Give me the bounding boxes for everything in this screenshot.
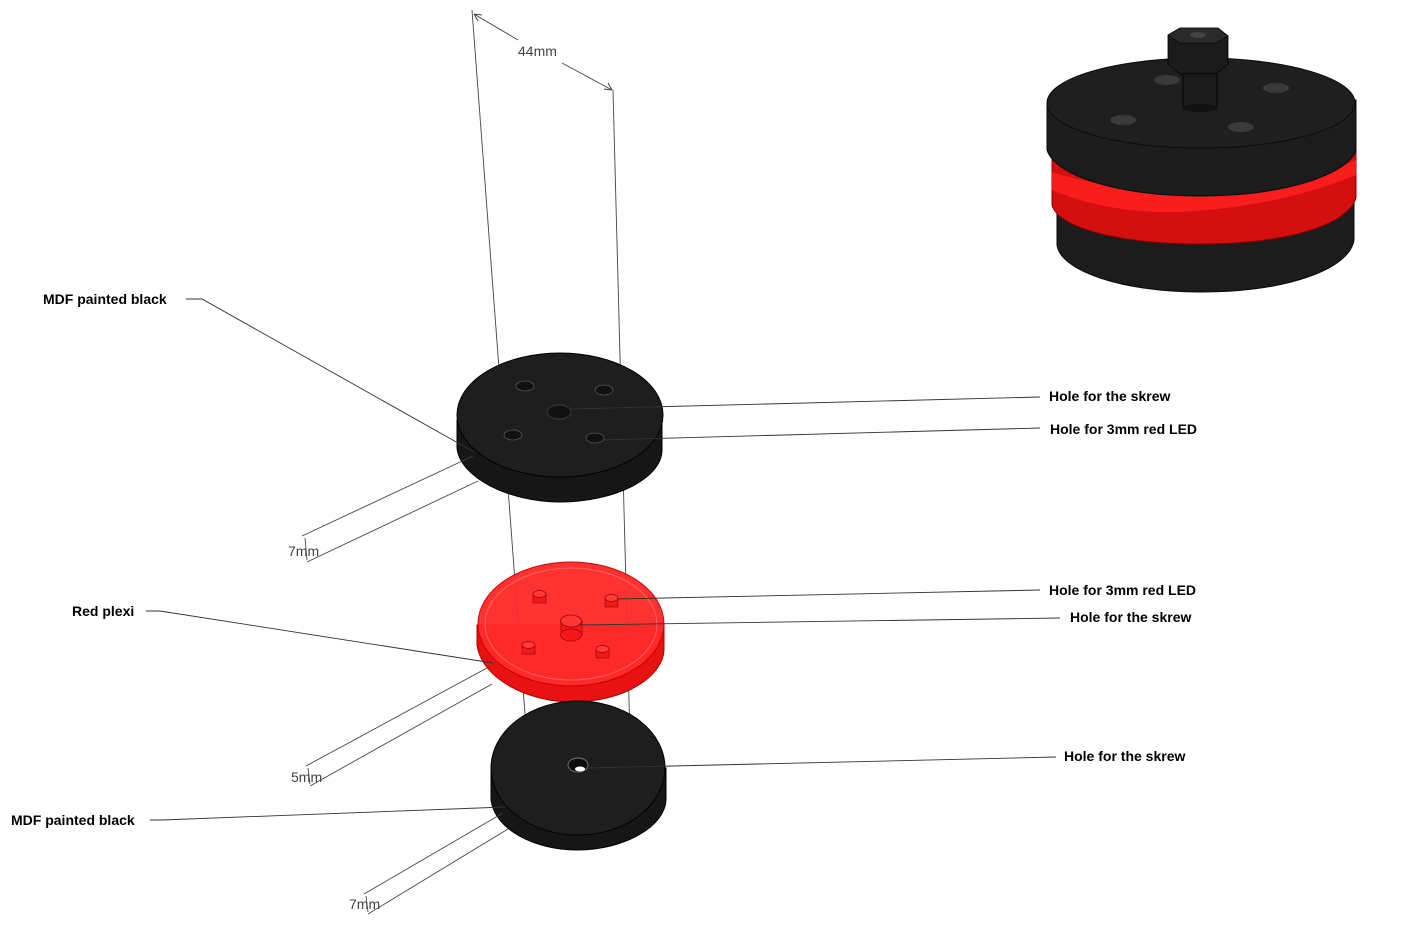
leader-middle-material bbox=[146, 610, 494, 664]
plexi-led-hole bbox=[532, 590, 547, 598]
leader-top-screw-hole bbox=[570, 396, 1041, 410]
middle-plexi-disc bbox=[476, 561, 665, 703]
assembled-led-hole bbox=[1228, 122, 1254, 132]
middle-screw-hole-label: Hole for the skrew bbox=[1070, 609, 1191, 625]
assembled-screw-shaft-base bbox=[1183, 104, 1217, 112]
bottom-thickness-dim-line bbox=[365, 895, 369, 913]
width-arrow-right bbox=[603, 82, 613, 91]
assembled-view bbox=[1046, 27, 1357, 293]
middle-thickness-extension bbox=[305, 667, 488, 767]
middle-led-hole-label: Hole for 3mm red LED bbox=[1049, 582, 1196, 598]
leader-bottom-screw-hole bbox=[586, 756, 1057, 769]
top-thickness-dim-line bbox=[304, 537, 308, 561]
leader-top-material bbox=[186, 298, 475, 453]
top-thickness-extension bbox=[301, 455, 474, 537]
assembled-screw-shaft bbox=[1182, 67, 1218, 109]
bottom-disc-screw-hole-light bbox=[575, 766, 585, 772]
width-dim-line-right bbox=[561, 62, 613, 91]
plexi-led-hole bbox=[604, 594, 619, 602]
plexi-led-hole bbox=[595, 645, 610, 653]
plexi-led-hole bbox=[521, 641, 536, 649]
assembled-led-hole bbox=[1110, 115, 1136, 125]
leader-lines bbox=[146, 298, 1061, 821]
top-thickness-extension bbox=[306, 480, 479, 563]
assembled-led-hole bbox=[1263, 83, 1289, 93]
width-dimension-label: 44mm bbox=[518, 43, 557, 59]
bottom-thickness-label: 7mm bbox=[349, 896, 380, 912]
top-screw-hole-label: Hole for the skrew bbox=[1049, 388, 1170, 404]
leader-middle-led-hole bbox=[616, 589, 1041, 600]
bottom-mdf-disc bbox=[490, 700, 667, 851]
leader-bottom-material bbox=[150, 806, 506, 821]
top-disc-led-hole bbox=[594, 384, 614, 396]
middle-thickness-extension bbox=[309, 683, 493, 787]
top-disc-led-hole bbox=[585, 432, 605, 444]
top-disc-led-hole bbox=[503, 429, 523, 441]
top-material-label: MDF painted black bbox=[43, 291, 167, 307]
assembled-screw-tip bbox=[1190, 32, 1206, 38]
middle-thickness-label: 5mm bbox=[291, 769, 322, 785]
top-led-hole-label: Hole for 3mm red LED bbox=[1050, 421, 1197, 437]
middle-thickness-dim-line bbox=[307, 767, 311, 785]
bottom-thickness-extension bbox=[363, 812, 504, 895]
top-mdf-disc bbox=[456, 352, 664, 503]
middle-thickness-dimension: 5mm bbox=[291, 667, 493, 787]
width-dim-line-left bbox=[473, 13, 519, 41]
assembled-led-hole bbox=[1154, 75, 1180, 85]
middle-material-label: Red plexi bbox=[72, 603, 134, 619]
bottom-thickness-dimension: 7mm bbox=[349, 812, 509, 915]
width-arrow-left bbox=[473, 13, 483, 22]
bottom-material-label: MDF painted black bbox=[11, 812, 135, 828]
leader-middle-screw-hole bbox=[579, 617, 1061, 626]
leader-top-led-hole bbox=[601, 427, 1041, 441]
top-thickness-label: 7mm bbox=[288, 543, 319, 559]
plexi-screw-hole bbox=[560, 614, 582, 628]
plexi-screw-hole-bottom bbox=[560, 628, 582, 642]
assembled-plexi-highlight bbox=[1052, 160, 1356, 213]
top-disc-screw-hole bbox=[546, 404, 572, 420]
top-thickness-dimension: 7mm bbox=[288, 455, 479, 563]
bottom-screw-hole-label: Hole for the skrew bbox=[1064, 748, 1185, 764]
bottom-thickness-extension bbox=[367, 828, 509, 915]
top-disc-led-hole bbox=[515, 380, 535, 392]
